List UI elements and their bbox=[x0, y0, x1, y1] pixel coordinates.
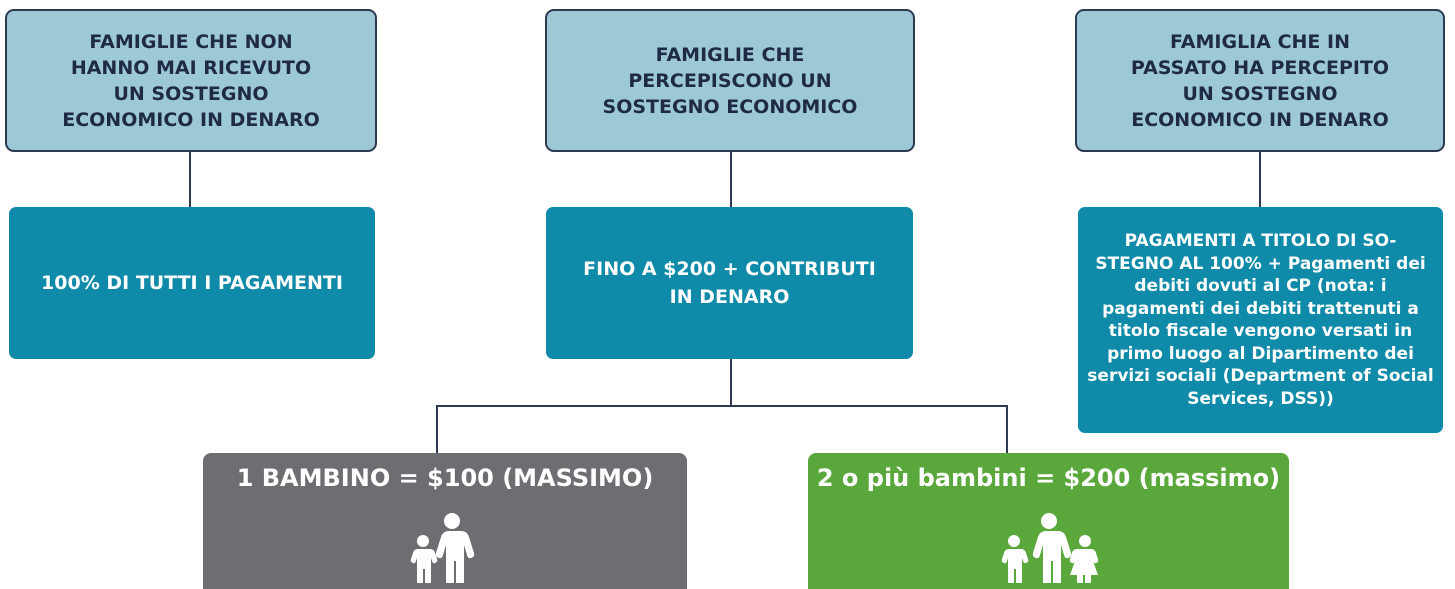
result-text-never-received: 100% DI TUTTI I PAGAMENTI bbox=[41, 272, 343, 294]
header-text-receiving: FAMIGLIE CHE PERCEPISCONO UN SOSTEGNO EC… bbox=[602, 43, 858, 118]
header-text-formerly-received: FAMIGLIA CHE IN PASSATO HA PERCEPITO UN … bbox=[1130, 30, 1390, 131]
header-box-receiving: FAMIGLIE CHE PERCEPISCONO UN SOSTEGNO EC… bbox=[545, 9, 915, 152]
branch-box-one-child: 1 BAMBINO = $100 (MASSIMO) bbox=[203, 453, 687, 589]
result-box-formerly-received: PAGAMENTI A TITOLO DI SO- STEGNO AL 100%… bbox=[1078, 207, 1443, 433]
connector-split-bar bbox=[436, 405, 1008, 407]
header-text-never-received: FAMIGLIE CHE NON HANNO MAI RICEVUTO UN S… bbox=[62, 30, 320, 131]
branch-label-two-children: 2 o più bambini = $200 (massimo) bbox=[816, 464, 1281, 492]
adult-and-one-child-icon bbox=[410, 513, 475, 583]
result-box-never-received: 100% DI TUTTI I PAGAMENTI bbox=[9, 207, 375, 359]
connector-split-left bbox=[436, 405, 438, 453]
connector-split-right bbox=[1006, 405, 1008, 453]
branch-label-one-child: 1 BAMBINO = $100 (MASSIMO) bbox=[236, 464, 654, 492]
connector-center bbox=[730, 151, 732, 208]
header-box-never-received: FAMIGLIE CHE NON HANNO MAI RICEVUTO UN S… bbox=[5, 9, 377, 152]
connector-split-stem bbox=[730, 358, 732, 406]
connector-left bbox=[189, 151, 191, 208]
connector-right bbox=[1259, 151, 1261, 208]
result-text-receiving: FINO A $200 + CONTRIBUTI IN DENARO bbox=[583, 258, 876, 308]
result-box-receiving: FINO A $200 + CONTRIBUTI IN DENARO bbox=[546, 207, 913, 359]
branch-box-two-children: 2 o più bambini = $200 (massimo) bbox=[808, 453, 1289, 589]
header-box-formerly-received: FAMIGLIA CHE IN PASSATO HA PERCEPITO UN … bbox=[1075, 9, 1445, 152]
result-text-formerly-received: PAGAMENTI A TITOLO DI SO- STEGNO AL 100%… bbox=[1087, 231, 1434, 409]
adult-and-two-children-icon bbox=[1001, 513, 1098, 583]
